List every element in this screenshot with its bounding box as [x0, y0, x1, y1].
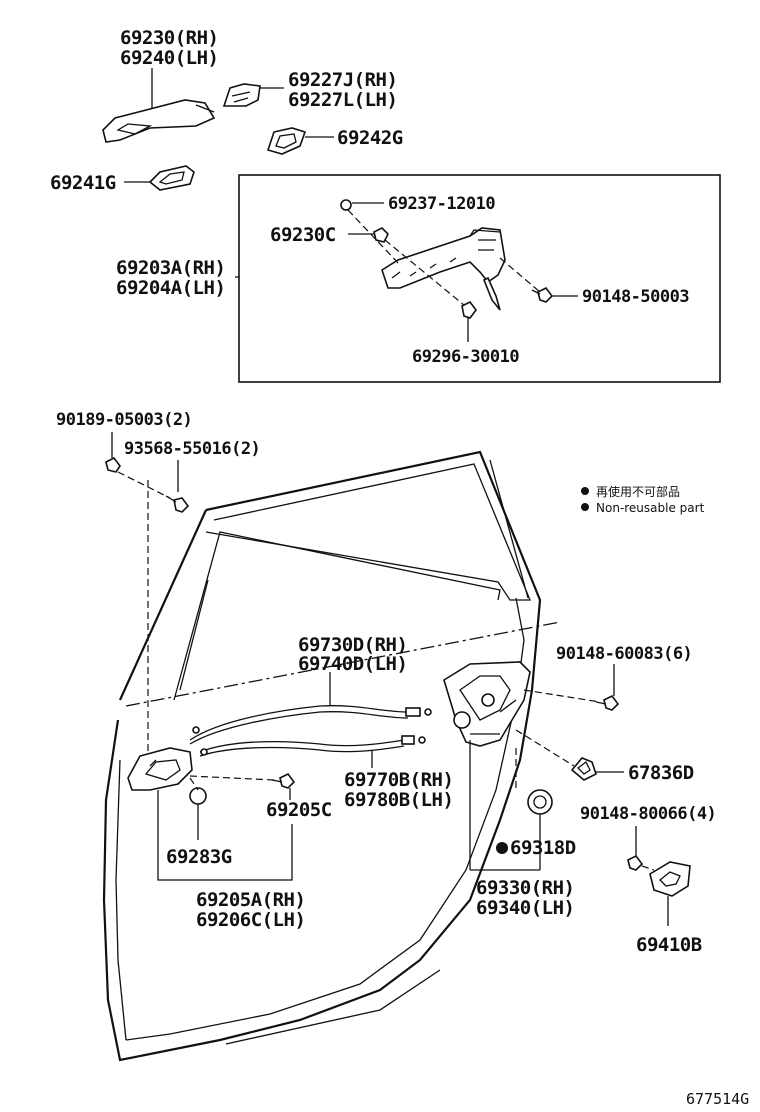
grommet-67836D	[570, 757, 597, 781]
label-69227L: 69227L(LH)	[288, 89, 397, 111]
label-93568: 93568-55016(2)	[124, 439, 260, 459]
dashed-screw-line	[117, 471, 171, 499]
door-lock	[443, 661, 531, 747]
screw-90148-60083	[595, 694, 620, 711]
label-90189: 90189-05003(2)	[56, 410, 192, 430]
dashed-69237	[347, 209, 401, 266]
screw-69205C	[271, 772, 296, 789]
screw-90148-80066	[627, 854, 644, 871]
label-69237: 69237-12010	[388, 194, 495, 214]
label-69206C: 69206C(LH)	[196, 909, 305, 931]
clip-90189	[105, 456, 121, 473]
small-screw-top	[340, 199, 352, 211]
handle-cap	[222, 83, 261, 107]
label-69240: 69240(LH)	[120, 47, 218, 69]
handle-frame	[381, 227, 506, 311]
label-69227J: 69227J(RH)	[288, 69, 397, 91]
cap-69230C	[373, 227, 389, 243]
legend-dot-jp	[581, 487, 589, 495]
label-69204A: 69204A(LH)	[116, 277, 225, 299]
label-69283G: 69283G	[166, 846, 232, 868]
cables	[189, 705, 432, 757]
label-69740D: 69740D(LH)	[298, 653, 407, 675]
outside-handle	[102, 99, 216, 143]
label-69242G: 69242G	[337, 127, 403, 149]
label-69330: 69330(RH)	[476, 877, 574, 899]
dashed-90148-60083	[523, 689, 601, 703]
label-69205C: 69205C	[266, 799, 332, 821]
label-69770B: 69770B(RH)	[344, 769, 453, 791]
inside-handle	[127, 747, 193, 791]
legend-dot-en	[581, 503, 589, 511]
label-90148-60083: 90148-60083(6)	[556, 644, 692, 664]
screw-93568	[165, 495, 190, 513]
bracket-69205A	[157, 790, 293, 881]
label-69205A: 69205A(RH)	[196, 889, 305, 911]
striker-69410B	[649, 861, 691, 897]
dashed-69283G	[189, 777, 199, 791]
cover-69283G	[189, 787, 207, 805]
legend-jp: 再使用不可部品	[596, 484, 680, 499]
bolt-69296	[461, 300, 477, 319]
label-67836D: 67836D	[628, 762, 694, 784]
handle-pad	[266, 127, 307, 155]
seal-69318D	[527, 789, 553, 815]
assembly-frame-box	[238, 174, 721, 383]
handle-gasket	[148, 165, 195, 191]
label-69780B: 69780B(LH)	[344, 789, 453, 811]
label-69230C: 69230C	[270, 224, 336, 246]
diagram-code: 677514G	[686, 1090, 749, 1108]
dashed-90148-50003	[499, 257, 541, 293]
label-69296: 69296-30010	[412, 347, 519, 367]
door-centerline	[125, 621, 561, 707]
dashed-67836D	[515, 729, 575, 767]
dashed-striker	[641, 865, 655, 871]
bolt-90148-50003	[531, 286, 554, 303]
label-69340: 69340(LH)	[476, 897, 574, 919]
label-90148-50003: 90148-50003	[582, 287, 689, 307]
label-69203A: 69203A(RH)	[116, 257, 225, 279]
nonreusable-dot	[496, 842, 508, 854]
dashed-69230C	[384, 239, 471, 311]
label-69410B: 69410B	[636, 934, 702, 956]
label-69318D: 69318D	[510, 837, 576, 859]
label-69241G: 69241G	[50, 172, 116, 194]
label-69230: 69230(RH)	[120, 27, 218, 49]
legend-en: Non-reusable part	[596, 501, 705, 515]
dashed-69205C	[189, 775, 275, 781]
label-69730D: 69730D(RH)	[298, 634, 407, 656]
label-90148-80066: 90148-80066(4)	[580, 804, 716, 824]
